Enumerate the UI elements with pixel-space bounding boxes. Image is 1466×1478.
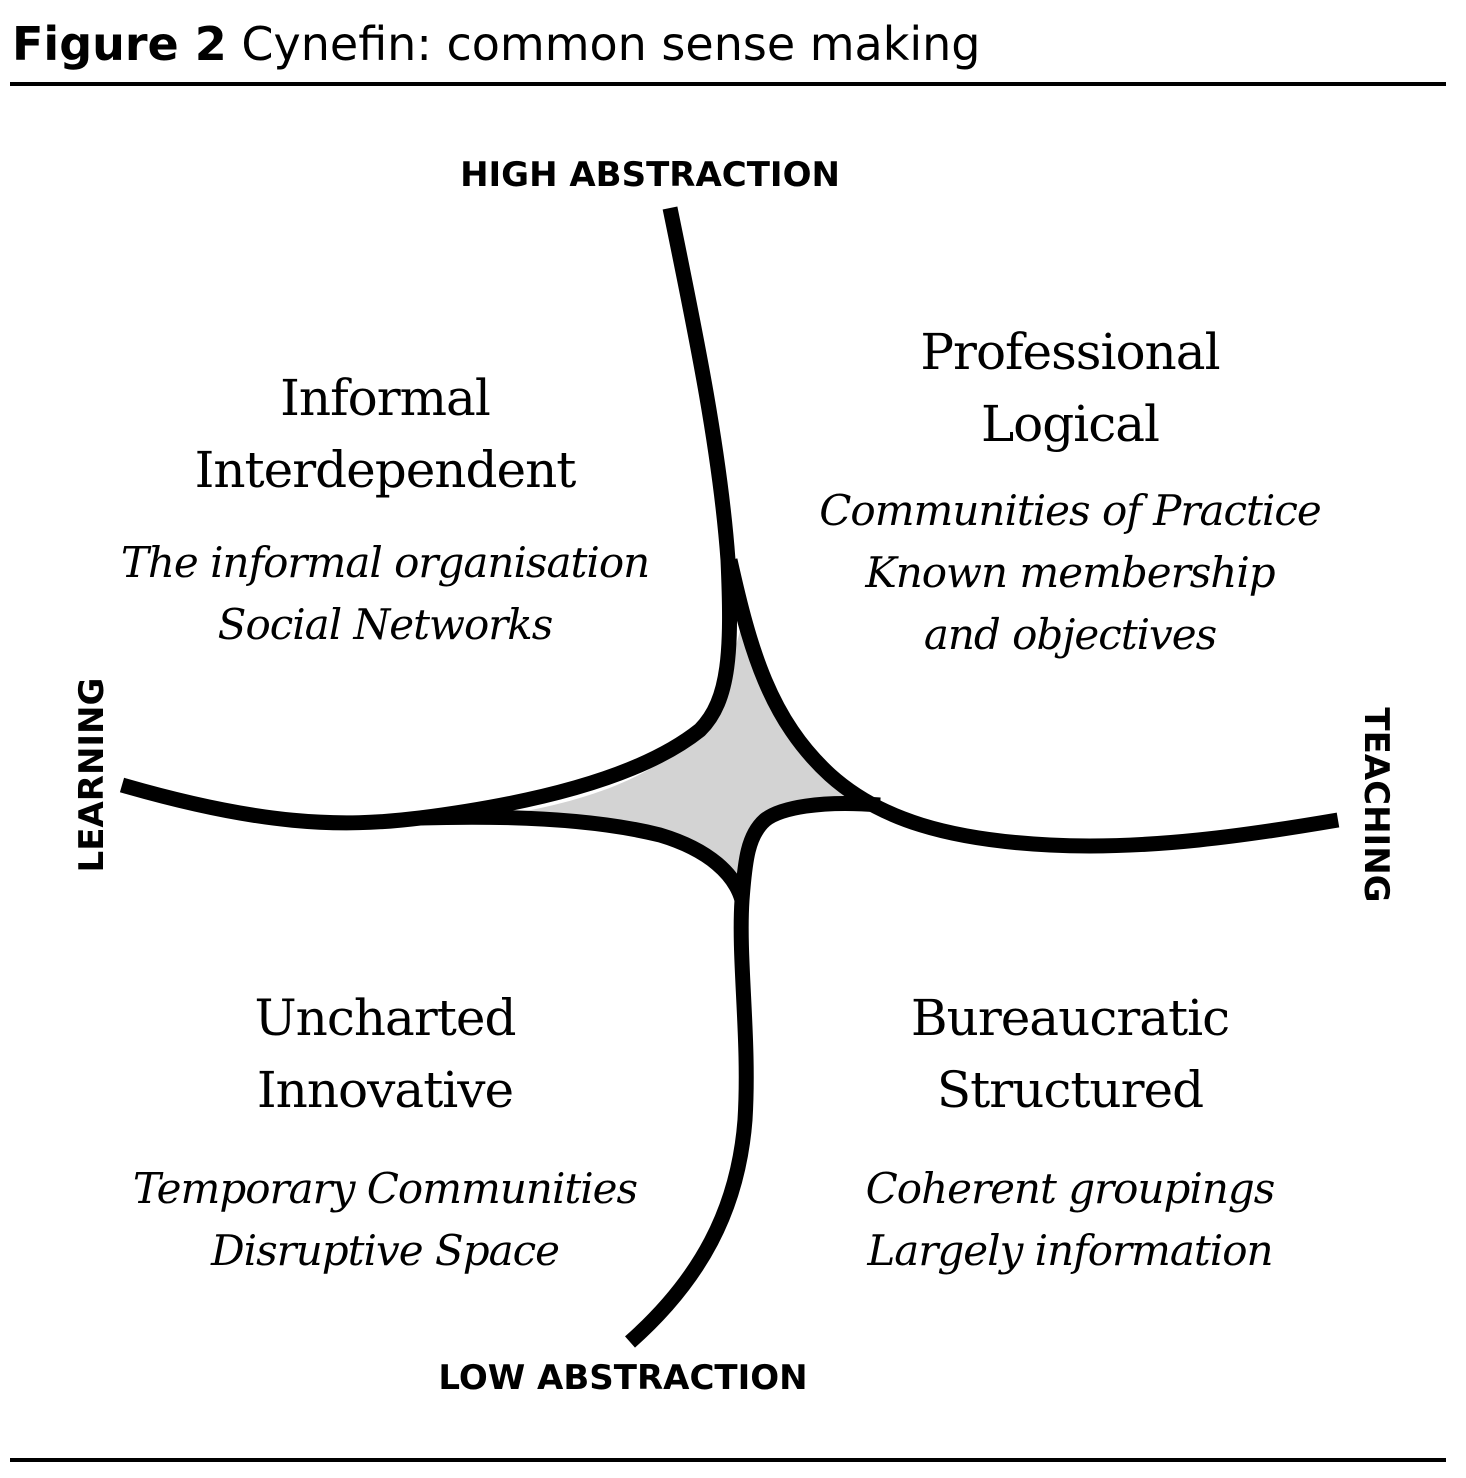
quadrant-subtitle-line: Largely information xyxy=(867,1226,1273,1275)
bottom-rule xyxy=(10,1458,1446,1462)
quadrant-subtitle-line: and objectives xyxy=(923,610,1217,659)
quadrant-subtitle-line: Social Networks xyxy=(217,600,554,649)
figure-number: Figure 2 xyxy=(12,17,227,71)
quadrant-informal: Informal Interdependent The informal org… xyxy=(60,362,710,656)
axis-high-abstraction: HIGH ABSTRACTION xyxy=(460,155,840,195)
quadrant-title-line: Uncharted xyxy=(254,989,517,1047)
quadrant-subtitle-line: Disruptive Space xyxy=(211,1226,560,1275)
quadrant-title-line: Logical xyxy=(980,395,1160,453)
axis-teaching: TEACHING xyxy=(1356,707,1396,903)
quadrant-subtitle-line: Temporary Communities xyxy=(132,1164,638,1213)
quadrant-bureaucratic: Bureaucratic Structured Coherent groupin… xyxy=(760,982,1380,1282)
upper-right-curve xyxy=(722,558,1340,854)
lower-right-curve xyxy=(625,796,881,1348)
quadrant-subtitle-line: Known membership xyxy=(865,548,1275,597)
figure-title: Cynefin: common sense making xyxy=(241,17,981,71)
quadrant-title-line: Professional xyxy=(920,323,1220,381)
quadrant-title-line: Interdependent xyxy=(194,441,577,499)
quadrant-title-line: Informal xyxy=(280,369,491,427)
figure-caption: Figure 2 Cynefin: common sense making xyxy=(12,14,981,74)
quadrant-subtitle-line: Coherent groupings xyxy=(865,1164,1276,1213)
quadrant-uncharted: Uncharted Innovative Temporary Communiti… xyxy=(60,982,710,1282)
quadrant-title-line: Innovative xyxy=(256,1061,514,1119)
quadrant-subtitle-line: Communities of Practice xyxy=(819,486,1321,535)
lower-left-curve xyxy=(419,809,750,903)
axis-low-abstraction: LOW ABSTRACTION xyxy=(438,1358,808,1398)
top-rule xyxy=(10,82,1446,86)
quadrant-title-line: Bureaucratic xyxy=(910,989,1230,1047)
quadrant-subtitle-line: The informal organisation xyxy=(120,538,650,587)
quadrant-title-line: Structured xyxy=(936,1061,1204,1119)
upper-left-curve xyxy=(119,206,738,831)
quadrant-professional: Professional Logical Communities of Prac… xyxy=(760,316,1380,666)
